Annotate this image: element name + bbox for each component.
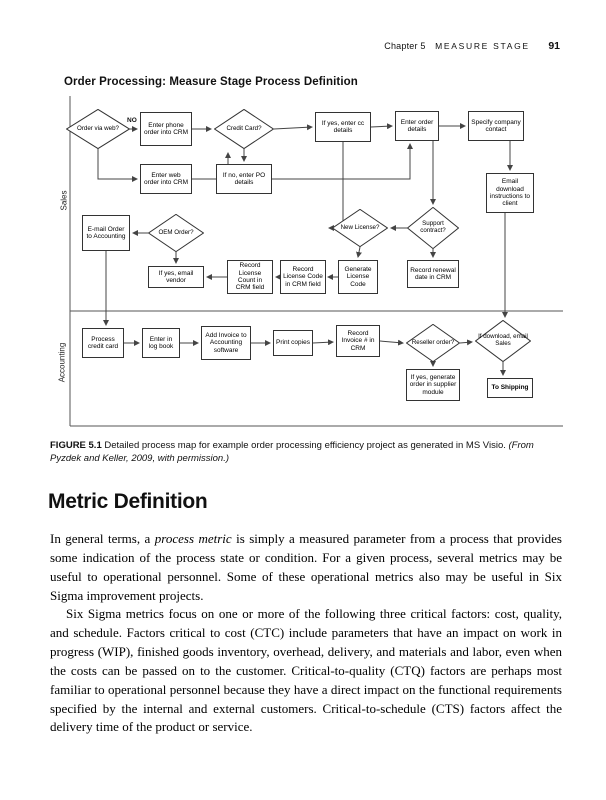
diamond-shape: [406, 324, 460, 362]
node-record-license-code: Record License Code in CRM field: [280, 260, 326, 294]
node-label: Credit Card?: [226, 124, 262, 132]
node-specify-company-contact: Specify company contact: [468, 111, 524, 141]
process-flowchart: Sales Accounting NO Order via web? Enter…: [57, 96, 565, 430]
paragraph: Six Sigma metrics focus on one or more o…: [50, 606, 562, 735]
node-label: Record renewal date in CRM: [410, 266, 456, 281]
section-label: MEASURE STAGE: [435, 41, 530, 51]
node-if-download-email-sales: If download, email Sales: [475, 320, 531, 362]
node-order-via-web: Order via web?: [66, 109, 130, 149]
node-label: Enter phone order into CRM: [143, 121, 189, 136]
paragraph: In general terms, a process metric is si…: [50, 531, 562, 603]
node-label: New License?: [340, 223, 380, 231]
lane-label-sales: Sales: [59, 190, 69, 211]
lane-label-accounting: Accounting: [57, 342, 67, 383]
node-enter-cc-details: If yes, enter cc details: [315, 112, 371, 142]
node-label: Order via web?: [77, 124, 119, 132]
node-label: If no, enter PO details: [222, 171, 266, 186]
diamond-shape: [407, 207, 459, 249]
figure-caption: FIGURE 5.1 Detailed process map for exam…: [50, 440, 534, 464]
node-label: Specify company contact: [471, 118, 521, 133]
section-heading: Metric Definition: [48, 490, 208, 513]
node-label: Support contract?: [420, 220, 446, 234]
chapter-label: Chapter 5: [384, 41, 426, 51]
node-generate-license-code: Generate License Code: [338, 260, 378, 294]
node-enter-web-order: Enter web order into CRM: [140, 164, 192, 194]
node-label: Enter web order into CRM: [143, 171, 189, 186]
node-label: Enter in log book: [148, 335, 174, 350]
node-label: If yes, generate order in supplier modul…: [409, 374, 457, 396]
node-label: Generate License Code: [344, 266, 372, 288]
node-email-vendor: If yes, email vendor: [148, 266, 204, 288]
node-label: Print copies: [276, 339, 310, 347]
node-label: If yes, email vendor: [158, 269, 194, 284]
node-credit-card: Credit Card?: [214, 109, 274, 149]
node-enter-in-log-book: Enter in log book: [142, 328, 180, 358]
figure-title: Order Processing: Measure Stage Process …: [64, 76, 358, 88]
node-enter-phone-order: Enter phone order into CRM: [140, 112, 192, 146]
node-record-renewal-date: Record renewal date in CRM: [407, 260, 459, 288]
node-label: If download, email Sales: [478, 333, 528, 347]
diamond-shape: [332, 209, 388, 247]
running-head: Chapter 5 MEASURE STAGE 91: [384, 40, 560, 52]
node-enter-po-details: If no, enter PO details: [216, 164, 272, 194]
node-add-invoice: Add Invoice to Accounting software: [201, 326, 251, 360]
node-label: Record Invoice # in CRM: [341, 330, 375, 352]
node-label: Record License Code in CRM field: [283, 266, 323, 288]
node-reseller-order: Reseller order?: [406, 324, 460, 362]
node-email-download-instructions: Email download instructions to client: [486, 173, 534, 213]
node-process-credit-card: Process credit card: [82, 328, 124, 358]
diamond-shape: [148, 214, 204, 252]
diamond-shape: [214, 109, 274, 149]
body-text: In general terms, a process metric is si…: [50, 530, 562, 737]
node-record-license-count: Record License Count in CRM field: [227, 260, 273, 294]
node-record-invoice-number: Record Invoice # in CRM: [336, 325, 380, 357]
node-enter-order-details: Enter order details: [395, 111, 439, 141]
diamond-shape: [66, 109, 130, 149]
node-label: Reseller order?: [411, 338, 455, 346]
node-label: If yes, enter cc details: [321, 119, 365, 134]
node-email-order-to-accounting: E-mail Order to Accounting: [82, 215, 130, 251]
node-generate-supplier-order: If yes, generate order in supplier modul…: [406, 369, 460, 401]
node-to-shipping: To Shipping: [487, 378, 533, 398]
node-label: Record License Count in CRM field: [235, 262, 265, 292]
node-label: Email download instructions to client: [489, 178, 531, 208]
node-label: OEM Order?: [158, 228, 194, 236]
node-label: E-mail Order to Accounting: [86, 225, 126, 240]
node-support-contract: Support contract?: [407, 207, 459, 249]
node-label: Enter order details: [400, 118, 434, 133]
connector-layer: [69, 96, 563, 427]
edge-label-no: NO: [127, 117, 137, 124]
node-oem-order: OEM Order?: [148, 214, 204, 252]
node-label: Add Invoice to Accounting software: [205, 332, 247, 354]
node-label: Process credit card: [87, 335, 119, 350]
node-label: To Shipping: [491, 384, 529, 392]
page-number: 91: [548, 40, 560, 52]
diamond-shape: [475, 320, 531, 362]
node-print-copies: Print copies: [273, 330, 313, 356]
node-new-license: New License?: [332, 209, 388, 247]
